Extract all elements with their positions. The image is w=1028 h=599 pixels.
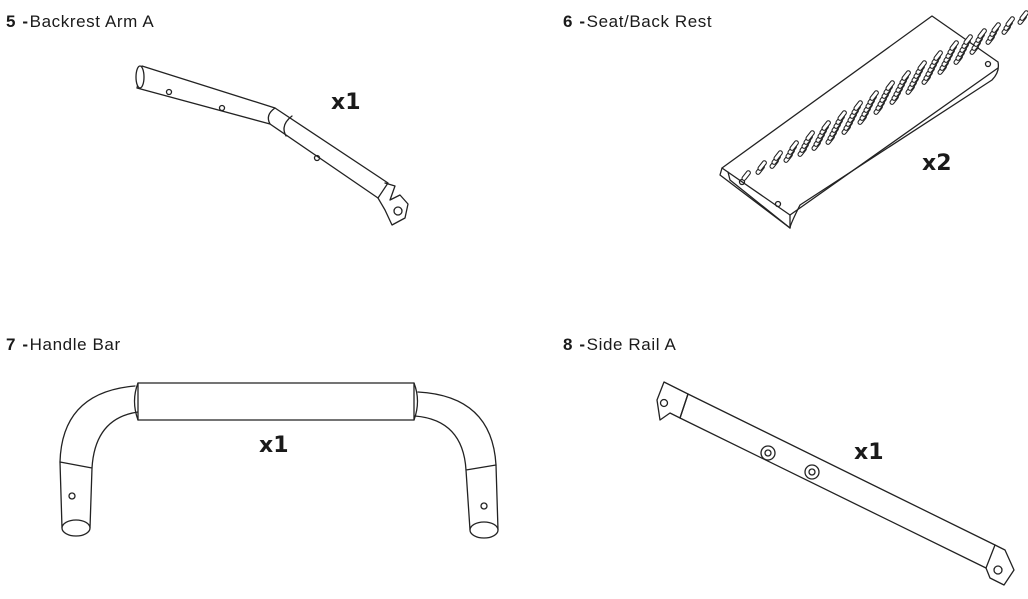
part-5-number: 5 [6,12,17,31]
seat-perforation-slot [853,100,863,111]
seat-perforation-slot [933,50,943,61]
seat-perforation-slot [917,60,927,71]
part-6-quantity: x2 [922,151,952,176]
seat-perforation-slot [869,90,879,101]
part-5-name: Backrest Arm A [29,12,155,31]
part-7-number: 7 [6,335,17,354]
part-8-quantity: x1 [854,440,884,465]
side-rail-tube-drawing [656,381,1015,586]
part-7-separator: - [17,335,29,354]
part-8-label: 8 -Side Rail A [563,335,676,355]
part-6-separator: - [574,12,586,31]
part-7-name: Handle Bar [29,335,121,354]
seat-perforation-slot [1019,10,1028,21]
seat-perforation-slot [757,160,767,171]
perforated-seat-panel-drawing [719,10,1028,229]
part-5-quantity: x1 [331,90,361,115]
seat-perforation-slot [977,28,987,39]
part-5-separator: - [17,12,29,31]
part-7-label: 7 -Handle Bar [6,335,121,355]
part-8-separator: - [574,335,586,354]
backrest-arm-tube-drawing [135,65,409,226]
seat-perforation-slot [885,80,895,91]
seat-perforation-slot [1005,16,1015,27]
seat-perforation-slot [963,34,973,45]
part-8-number: 8 [563,335,574,354]
seat-perforation-slot [789,140,799,151]
seat-perforation-slot [901,70,911,81]
seat-perforation-slot [805,130,815,141]
part-7-quantity: x1 [259,433,289,458]
part-5-label: 5 -Backrest Arm A [6,12,154,32]
seat-perforation-slot [773,150,783,161]
part-6-number: 6 [563,12,574,31]
seat-perforation-slot [949,40,959,51]
seat-perforation-slot [837,110,847,121]
seat-perforation-slot [821,120,831,131]
seat-perforation-slot [991,22,1001,33]
u-shaped-handle-bar-drawing [59,382,499,539]
part-8-name: Side Rail A [586,335,677,354]
seat-perforation-slot [741,170,751,181]
part-6-label: 6 -Seat/Back Rest [563,12,712,32]
part-6-name: Seat/Back Rest [586,12,713,31]
